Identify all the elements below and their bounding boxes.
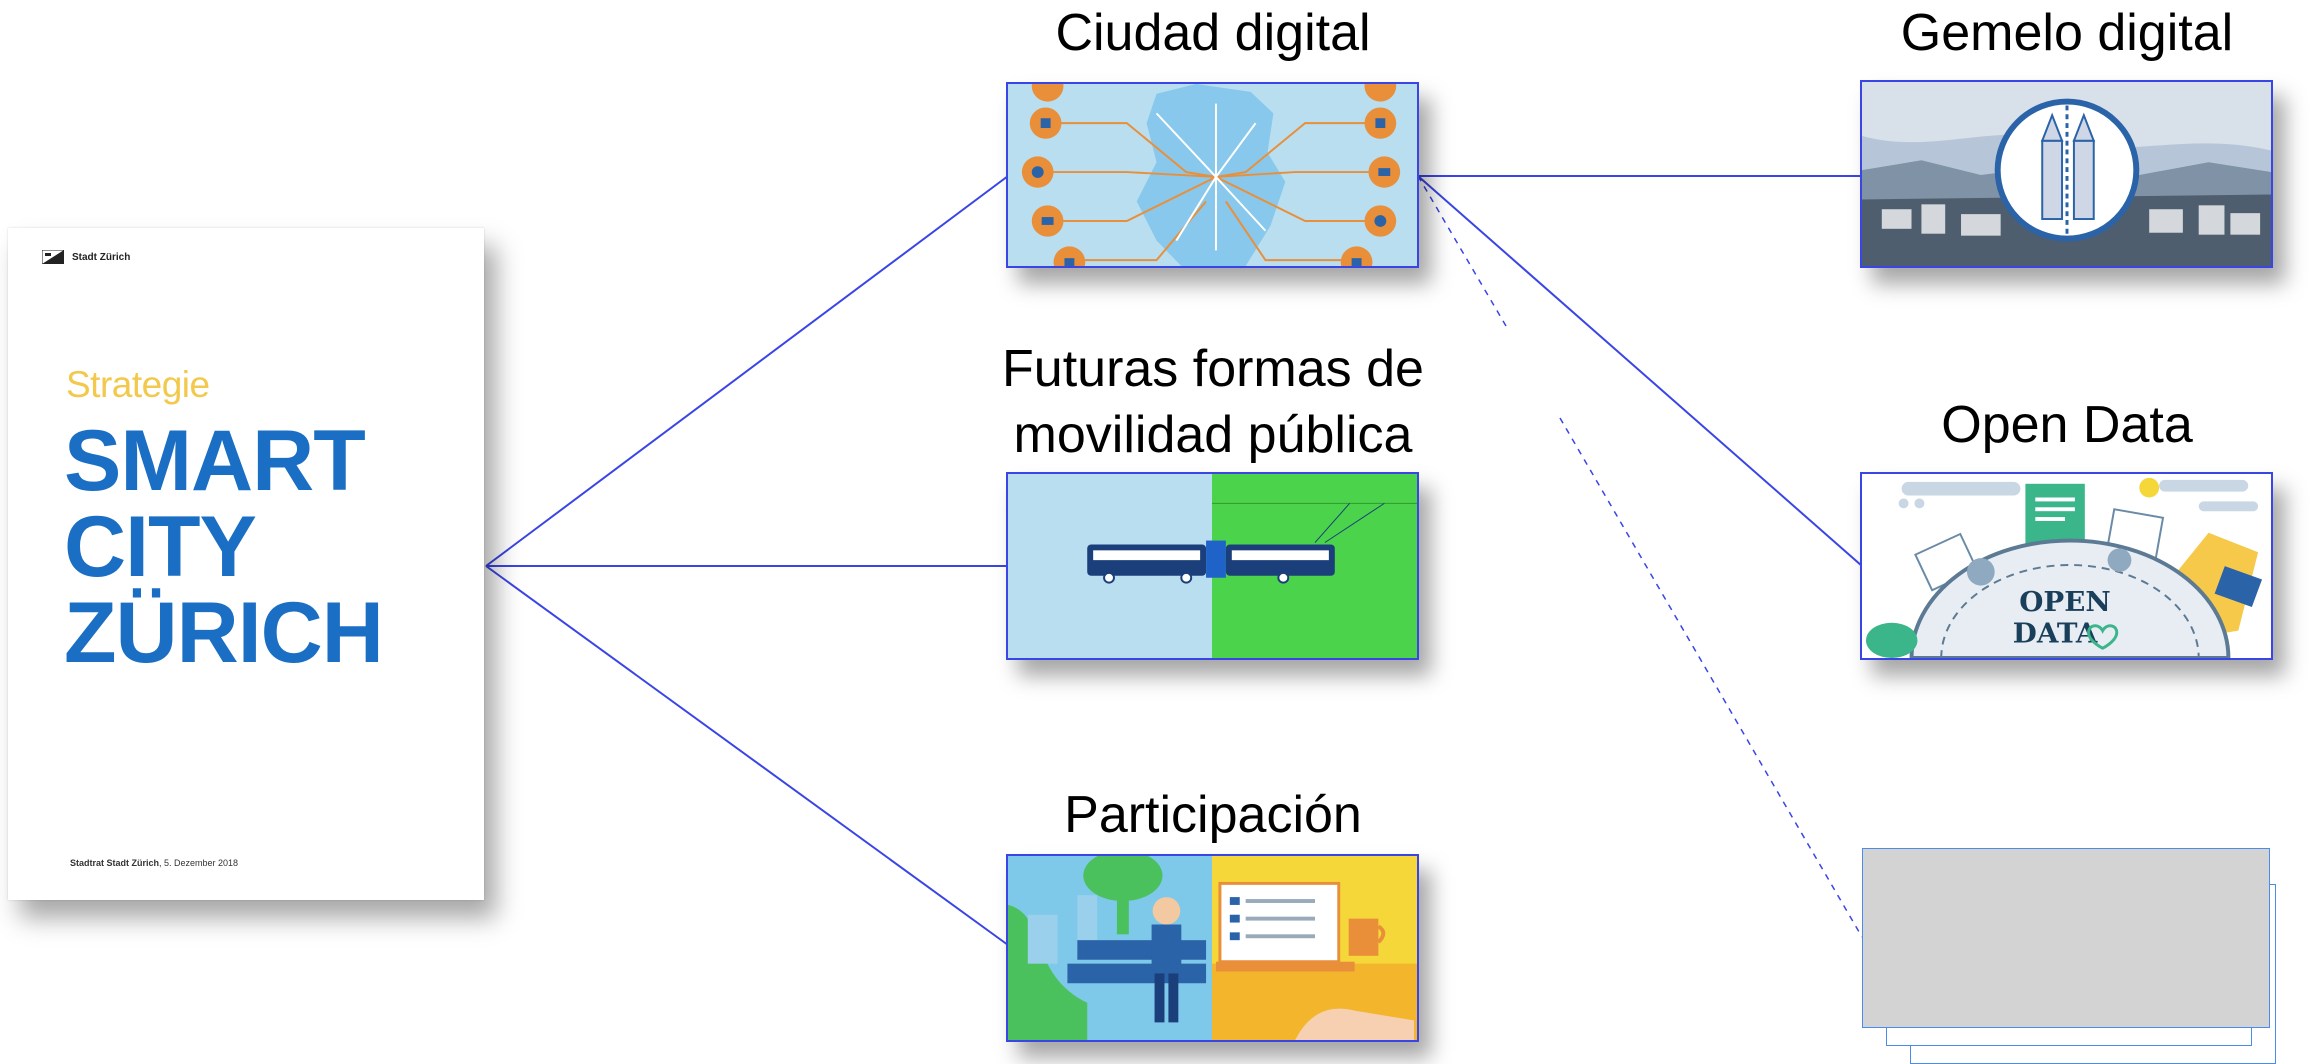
open-data-badge-line-1: OPEN bbox=[2019, 586, 2110, 618]
thumbnail-participacion[interactable] bbox=[1006, 854, 1419, 1042]
thumbnail-movilidad-publica[interactable] bbox=[1006, 472, 1419, 660]
cover-footer-author: Stadtrat Stadt Zürich bbox=[70, 858, 160, 868]
thumbnail-ciudad-digital[interactable] bbox=[1006, 82, 1419, 268]
open-data-illustration: OPEN DATA bbox=[1862, 474, 2271, 658]
cover-logo-row: Stadt Zürich bbox=[42, 250, 130, 264]
cover-title-line-1: SMART bbox=[64, 413, 366, 509]
cover-title-line-3: ZÜRICH bbox=[64, 585, 384, 681]
connector-ciudad-to-opendata bbox=[1417, 175, 1863, 567]
topic-title-ciudad-digital: Ciudad digital bbox=[1055, 4, 1371, 62]
topic-title-movilidad-line-1: Futuras formas de bbox=[1002, 340, 1424, 398]
cover-footer-date: , 5. Dezember 2018 bbox=[159, 858, 239, 868]
topic-title-participacion: Participación bbox=[1064, 786, 1362, 844]
cover-org-name: Stadt Zürich bbox=[72, 251, 131, 263]
thumbnail-gemelo-digital[interactable] bbox=[1860, 80, 2273, 268]
digital-twin-city-illustration bbox=[1862, 82, 2271, 266]
strategy-cover-document: Stadt Zürich Strategie SMART CITY ZÜRICH… bbox=[8, 228, 484, 900]
zurich-logo-icon bbox=[42, 250, 64, 264]
connector-ciudad-to-more-dashed-2 bbox=[1559, 417, 1863, 938]
placeholder-card-front bbox=[1862, 848, 2270, 1028]
topic-title-movilidad-line-2: movilidad pública bbox=[1013, 406, 1413, 464]
city-network-map-illustration bbox=[1008, 84, 1417, 266]
cover-title-line-2: CITY bbox=[64, 499, 257, 595]
open-data-badge-line-2: DATA bbox=[2013, 617, 2098, 649]
topic-title-movilidad: Futuras formas de movilidad pública bbox=[958, 336, 1468, 468]
connector-ciudad-to-more-dashed-1 bbox=[1417, 175, 1507, 327]
cover-footer: Stadtrat Stadt Zürich, 5. Dezember 2018 bbox=[70, 858, 238, 868]
thumbnail-open-data[interactable]: OPEN DATA bbox=[1860, 472, 2273, 660]
connector-cover-to-participacion bbox=[485, 565, 1009, 946]
subtopic-title-open-data: Open Data bbox=[1941, 396, 2193, 454]
connector-cover-to-ciudad bbox=[485, 175, 1009, 567]
participation-illustration bbox=[1008, 856, 1417, 1040]
subtopic-title-gemelo-digital: Gemelo digital bbox=[1900, 4, 2234, 62]
cover-title: SMART CITY ZÜRICH bbox=[64, 413, 384, 681]
cover-subtitle: Strategie bbox=[66, 364, 210, 405]
tram-illustration bbox=[1008, 474, 1417, 658]
